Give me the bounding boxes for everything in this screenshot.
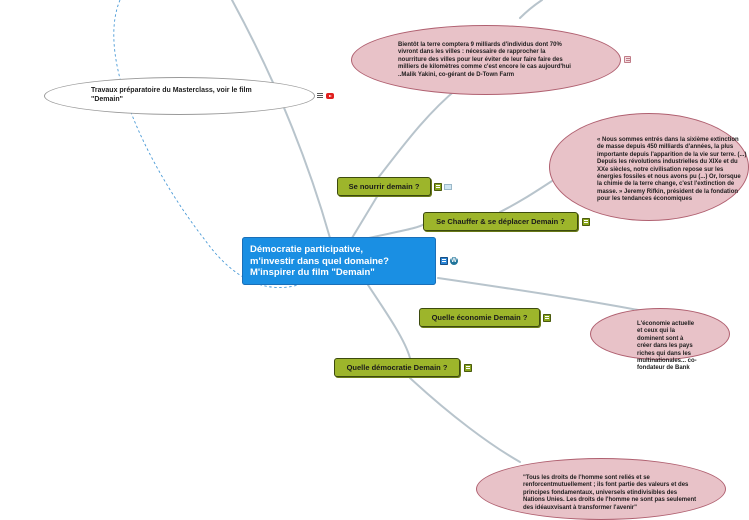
central-topic-line: m'investir dans quel domaine?	[250, 255, 389, 267]
note-travaux-text: Travaux préparatoire du Masterclass, voi…	[91, 87, 252, 103]
topic-economie-label: Quelle économie Demain ?	[431, 313, 528, 322]
branch-nourrir-note	[377, 87, 459, 179]
note-icon[interactable]	[440, 257, 448, 265]
topic-economie[interactable]: Quelle économie Demain ?	[419, 308, 540, 327]
topic-democratie-label: Quelle démocratie Demain ?	[346, 363, 448, 372]
note-icon[interactable]	[624, 56, 631, 63]
branch-chauffer-note	[499, 180, 553, 213]
quote-democratie[interactable]: "Tous les droits de l'homme sont reliés …	[476, 458, 726, 520]
topic-nourrir[interactable]: Se nourrir demain ?	[337, 177, 431, 196]
note-icon[interactable]	[543, 314, 551, 322]
topic-chauffer[interactable]: Se Chauffer & se déplacer Demain ?	[423, 212, 578, 231]
quote-economie[interactable]: L'économie actuelle et ceux qui la domin…	[590, 308, 730, 372]
note-icon[interactable]	[317, 92, 324, 99]
youtube-icon[interactable]	[326, 93, 334, 99]
branch-democratie-note	[409, 377, 521, 463]
image-icon[interactable]	[444, 184, 452, 190]
wordpress-icon[interactable]: W	[450, 257, 458, 265]
quote-chauffer-text: « Nous sommes entrés dans la sixième ext…	[597, 137, 747, 203]
central-topic-line: Démocratie participative,	[250, 244, 363, 255]
central-topic[interactable]: Démocratie participative, m'investir dan…	[242, 237, 436, 285]
note-icon[interactable]	[582, 218, 590, 226]
central-topic-line: M'inspirer du film "Demain"	[250, 267, 375, 278]
quote-nourrir[interactable]: Bientôt la terre comptera 9 milliards d'…	[351, 25, 621, 95]
quote-economie-text: L'économie actuelle et ceux qui la domin…	[637, 321, 697, 372]
topic-chauffer-label: Se Chauffer & se déplacer Demain ?	[436, 217, 565, 226]
dashed-link	[113, 0, 299, 289]
topic-nourrir-label: Se nourrir demain ?	[348, 182, 420, 191]
branch-nourrir	[351, 194, 379, 239]
branch-lines	[113, 0, 681, 463]
branch-democratie	[367, 284, 411, 359]
quote-democratie-text: "Tous les droits de l'homme sont reliés …	[523, 475, 697, 511]
mind-map-canvas: Travaux préparatoire du Masterclass, voi…	[44, 0, 749, 520]
note-icon[interactable]	[464, 364, 472, 372]
quote-nourrir-text: Bientôt la terre comptera 9 milliards d'…	[398, 42, 571, 78]
note-travaux[interactable]: Travaux préparatoire du Masterclass, voi…	[44, 77, 315, 115]
topic-democratie[interactable]: Quelle démocratie Demain ?	[334, 358, 460, 377]
branch-top-right	[519, 0, 543, 19]
quote-chauffer[interactable]: « Nous sommes entrés dans la sixième ext…	[549, 113, 749, 221]
branch-top	[231, 0, 331, 239]
note-icon[interactable]	[434, 183, 442, 191]
